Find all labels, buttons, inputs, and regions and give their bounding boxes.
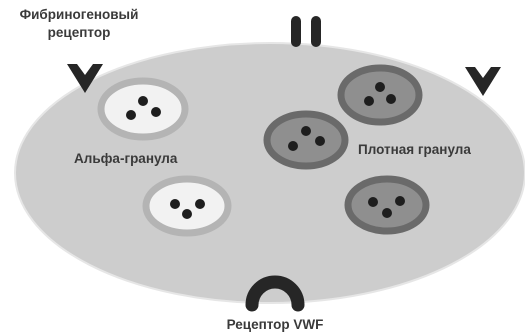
dense-granule-middle xyxy=(267,114,345,166)
alpha-granule-top xyxy=(101,81,185,137)
fibrinogen-receptor-label-line2: рецептор xyxy=(0,24,158,42)
fibrinogen-receptor-label: Фибриногеновый рецептор xyxy=(0,6,158,42)
vwf-receptor-label: Рецептор VWF xyxy=(205,316,345,334)
fibrinogen-receptor-label-line1: Фибриногеновый xyxy=(0,6,158,24)
alpha-granule-bottom xyxy=(146,179,228,233)
dense-granule-bottom xyxy=(348,179,426,231)
gpiib-iiia-receptor-pair-icon xyxy=(291,16,321,47)
dense-granule-label: Плотная гранула xyxy=(358,141,471,159)
dense-granule-top xyxy=(341,68,419,122)
alpha-granule-label: Альфа-гранула xyxy=(74,150,177,168)
